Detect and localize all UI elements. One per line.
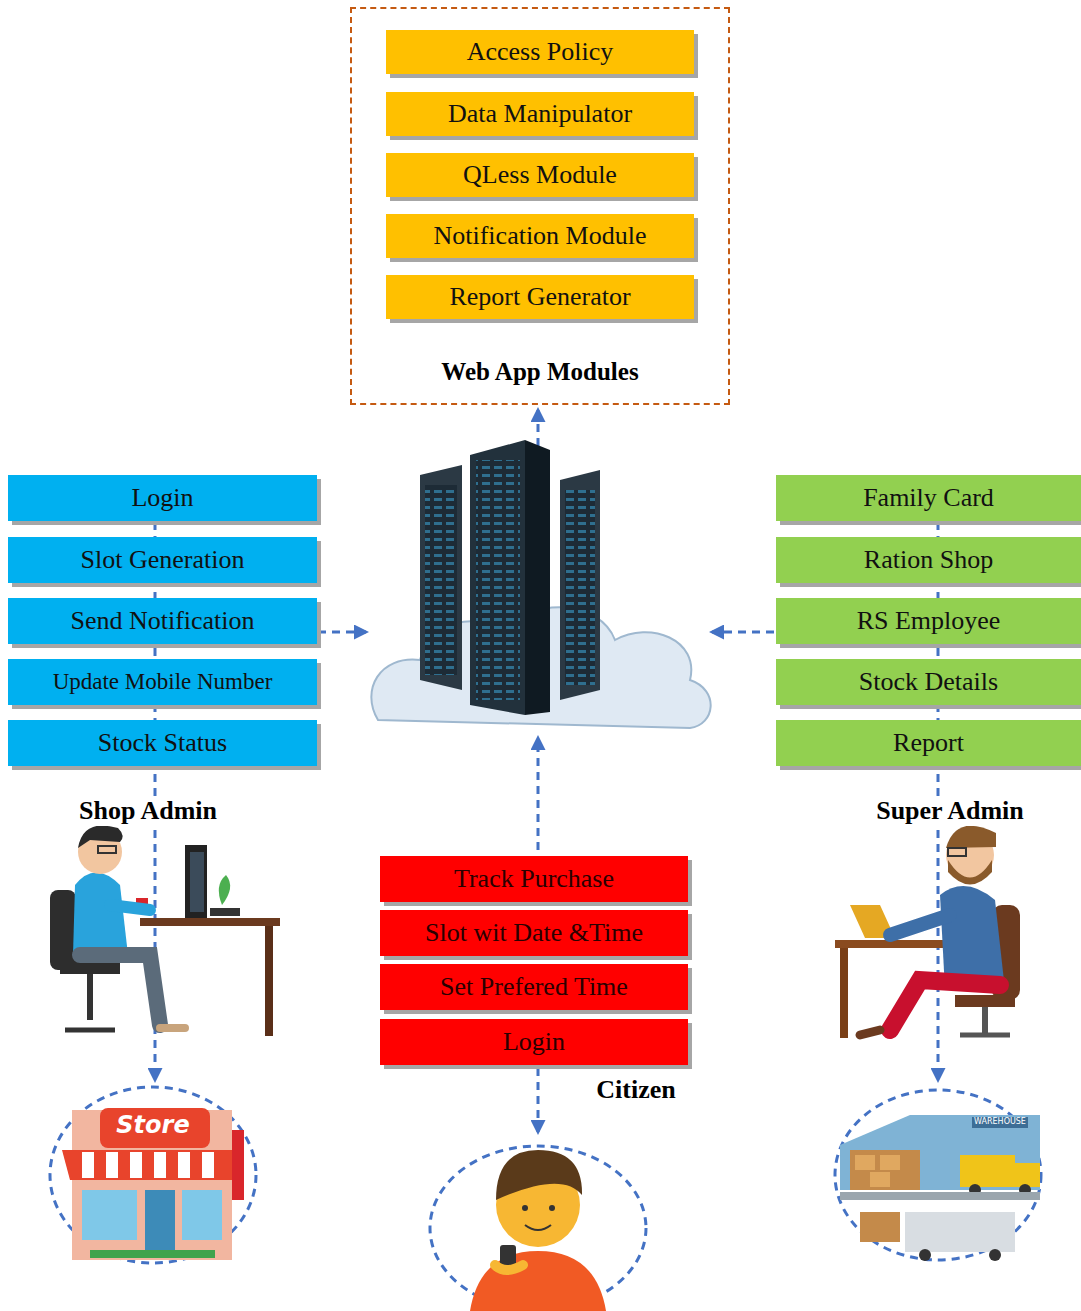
module-box: Login (8, 475, 317, 521)
module-box: Report (776, 720, 1081, 766)
module-box: Notification Module (386, 214, 694, 258)
module-box: Login (380, 1019, 688, 1065)
module-box: Update Mobile Number (8, 659, 317, 705)
store-illustration (50, 1087, 256, 1263)
box-label: Report Generator (449, 283, 630, 312)
box-label: Send Notification (70, 607, 254, 636)
module-box: Stock Status (8, 720, 317, 766)
box-label: Access Policy (467, 38, 614, 67)
module-box: Access Policy (386, 30, 694, 74)
sign-text: Store (116, 1112, 189, 1138)
box-label: QLess Module (463, 161, 617, 190)
box-label: Web App Modules (441, 358, 638, 386)
role-label: Citizen (594, 1076, 677, 1105)
box-label: Ration Shop (864, 546, 993, 575)
super-admin-figure (835, 826, 1020, 1038)
box-label: Notification Module (433, 222, 646, 251)
box-label: Slot Generation (81, 546, 245, 575)
box-label: Update Mobile Number (53, 669, 273, 694)
module-box: Slot Generation (8, 537, 317, 583)
warehouse-illustration (835, 1090, 1041, 1261)
module-box: RS Employee (776, 598, 1081, 644)
citizen-illustration (430, 1146, 646, 1311)
box-label: Stock Status (98, 729, 227, 758)
module-box: Send Notification (8, 598, 317, 644)
role-label: Super Admin (874, 797, 1026, 826)
box-label: Track Purchase (454, 865, 614, 894)
module-box: Family Card (776, 475, 1081, 521)
box-label: Slot wit Date &Time (425, 919, 643, 948)
box-label: Data Manipulator (448, 100, 632, 129)
box-label: RS Employee (857, 607, 1001, 636)
box-label: Login (131, 484, 193, 513)
module-box: Data Manipulator (386, 92, 694, 136)
box-label: Report (893, 729, 964, 758)
box-label: Stock Details (859, 668, 998, 697)
module-group: Web App Modules Access PolicyData Manipul… (350, 7, 730, 405)
module-box: Set Prefered Time (380, 964, 688, 1010)
sign-text: WAREHOUSE (972, 1117, 1028, 1128)
role-label: Shop Admin (77, 797, 219, 826)
box-label: Family Card (863, 484, 994, 513)
box-label: Set Prefered Time (440, 973, 628, 1002)
module-box: Report Generator (386, 275, 694, 319)
module-box: Ration Shop (776, 537, 1081, 583)
module-box: Slot wit Date &Time (380, 910, 688, 956)
shop-admin-figure (50, 826, 280, 1037)
server-cloud (371, 440, 710, 728)
module-box: Track Purchase (380, 856, 688, 902)
box-label: Login (503, 1028, 565, 1057)
module-box: QLess Module (386, 153, 694, 197)
module-box: Stock Details (776, 659, 1081, 705)
